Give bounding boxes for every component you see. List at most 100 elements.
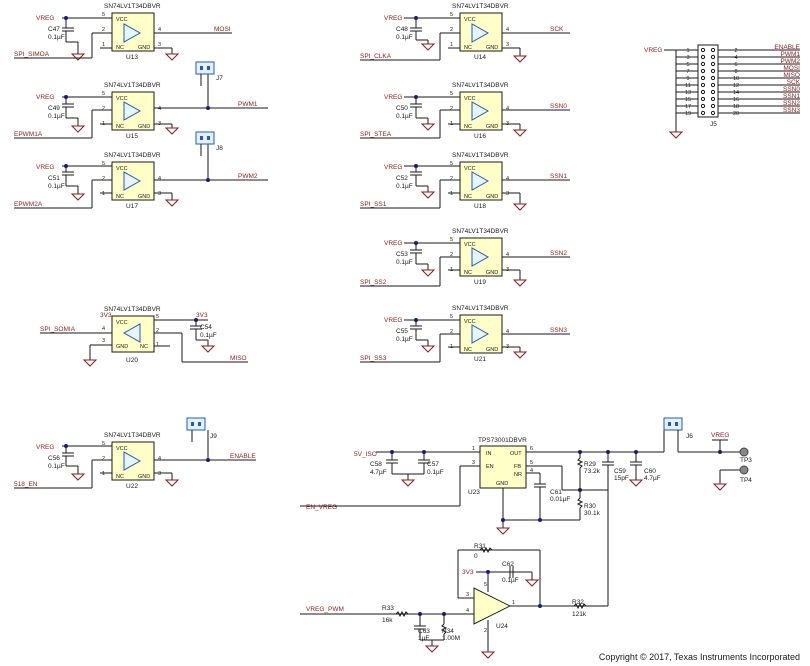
comp-value: 1.00M: [442, 635, 460, 642]
buffer-u20: [40, 315, 248, 367]
net-output: SSN2: [550, 250, 567, 257]
pin-number: 1: [156, 342, 159, 348]
pin-number: 2: [450, 252, 453, 258]
pin-number: 1: [450, 344, 453, 350]
regulator-part: TPS73001DBVR: [478, 437, 527, 444]
j5-pin-hole: [710, 96, 716, 102]
pin-gnd-label: GND: [138, 124, 150, 130]
cap-refdes: C55: [396, 328, 408, 335]
pin-number: 1: [102, 191, 105, 197]
buffer-part-number: SN74LV1T34DBVR: [104, 152, 161, 159]
cap-value: 0.1µF: [48, 34, 65, 41]
comp-refdes: C60: [644, 468, 656, 475]
pin-number: 2: [102, 456, 105, 462]
j5-pin-number: 8: [734, 69, 737, 75]
pin-number: 5: [450, 161, 453, 167]
pin-vcc-label: VCC: [464, 166, 476, 172]
j5-pin-number: 6: [734, 62, 737, 68]
pin-number: 4: [506, 252, 509, 258]
pin-nc-label: NC: [116, 194, 124, 200]
comp-refdes: R33: [382, 605, 394, 612]
net-input: 518_EN: [14, 481, 38, 488]
pin-out-label: OUT: [510, 451, 522, 457]
net-output: SSN0: [550, 103, 567, 110]
pin-nc-label: NC: [140, 344, 148, 350]
pin-vcc-label: VCC: [116, 320, 128, 326]
buffer-part-number: SN74LV1T34DBVR: [452, 152, 509, 159]
comp-value: 73.2k: [584, 468, 601, 475]
pin-vcc-label: VCC: [116, 446, 128, 452]
j5-pin-hole: [710, 68, 716, 74]
pin-number: 3: [506, 191, 509, 197]
cap-refdes: C53: [396, 251, 408, 258]
j5-pin-hole: [710, 89, 716, 95]
j5-pin-number: 11: [685, 83, 691, 89]
j5-pin-number: 10: [733, 76, 739, 82]
buffer-part-number: SN74LV1T34DBVR: [452, 305, 509, 312]
comp-value: 0.01µF: [550, 496, 570, 503]
j5-pin-hole: [710, 47, 716, 53]
pin-number: 3: [466, 592, 469, 598]
j5-pin-hole: [700, 61, 706, 67]
comp-refdes: C62: [502, 561, 514, 568]
pin-number: 2: [102, 27, 105, 33]
pin-number: 5: [102, 161, 105, 167]
comp-value: 0.1µF: [427, 469, 444, 476]
net-miso: MISO: [230, 355, 247, 362]
buffer-u19: [360, 237, 570, 287]
buffer-refdes: U13: [126, 54, 138, 61]
buffer-part-number: SN74LV1T34DBVR: [452, 228, 509, 235]
j5-pin-hole: [710, 54, 716, 60]
buffer-u21: [360, 314, 570, 363]
pin-number: 4: [158, 176, 161, 182]
cap-value: 0.1µF: [396, 34, 413, 41]
buffer-part-number: SN74LV1T34DBVR: [104, 82, 161, 89]
pin-number: 4: [530, 468, 533, 474]
pin-number: 4: [102, 326, 105, 332]
cap-value: 0.1µF: [48, 183, 65, 190]
j5-pin-hole: [710, 61, 716, 67]
pin-gnd-label: GND: [138, 194, 150, 200]
pin-number: 1: [512, 600, 515, 606]
pin-number: 4: [158, 106, 161, 112]
net-input: SPI_SIMOA: [14, 51, 50, 58]
pin-number: 2: [450, 329, 453, 335]
pin-number: 1: [450, 42, 453, 48]
pin-number: 2: [450, 27, 453, 33]
net-output: SSN1: [550, 173, 567, 180]
j5-pin-number: 12: [733, 83, 739, 89]
pin-nc-label: NC: [116, 45, 124, 51]
net-output: MOSI: [214, 26, 231, 33]
buffer-part-number: SN74LV1T34DBVR: [104, 3, 161, 10]
j5-pin-number: 19: [685, 111, 691, 117]
pin-number: 5: [102, 91, 105, 97]
pin-number: 3: [158, 191, 161, 197]
pin-number: 3: [102, 338, 105, 344]
cap-value: 0.1µF: [200, 332, 217, 339]
pin-nr-label: NR: [514, 472, 522, 478]
comp-value: 1µF: [418, 635, 429, 642]
buffer-u22: [14, 417, 256, 489]
cap-value: 0.1µF: [396, 336, 413, 343]
pin-gnd-label: GND: [138, 45, 150, 51]
pin-number: 3: [158, 42, 161, 48]
pin-number: 4: [158, 27, 161, 33]
net-vreg: VREG: [384, 240, 402, 247]
buffer-part-number: SN74LV1T34DBVR: [104, 432, 161, 439]
buffer-part-number: SN74LV1T34DBVR: [104, 306, 161, 313]
pin-nc-label: NC: [116, 474, 124, 480]
comp-refdes: C57: [427, 461, 439, 468]
j5-net-label: ENABLE: [774, 44, 800, 51]
net-input: EPWM1A: [14, 131, 43, 138]
net-3v3: 3V3: [196, 312, 208, 319]
j5-net-label: MOSI: [783, 65, 800, 72]
pin-number: 4: [158, 456, 161, 462]
buffer-refdes: U17: [126, 203, 138, 210]
pin-gnd-label: GND: [138, 474, 150, 480]
buffer-u17: [14, 131, 268, 209]
pin-number: 3: [506, 267, 509, 273]
net-input: SPI_STEA: [360, 131, 392, 138]
testpoint-tp4: TP4: [740, 477, 752, 484]
pin-number: 1: [450, 121, 453, 127]
pin-en-label: EN: [486, 464, 494, 470]
